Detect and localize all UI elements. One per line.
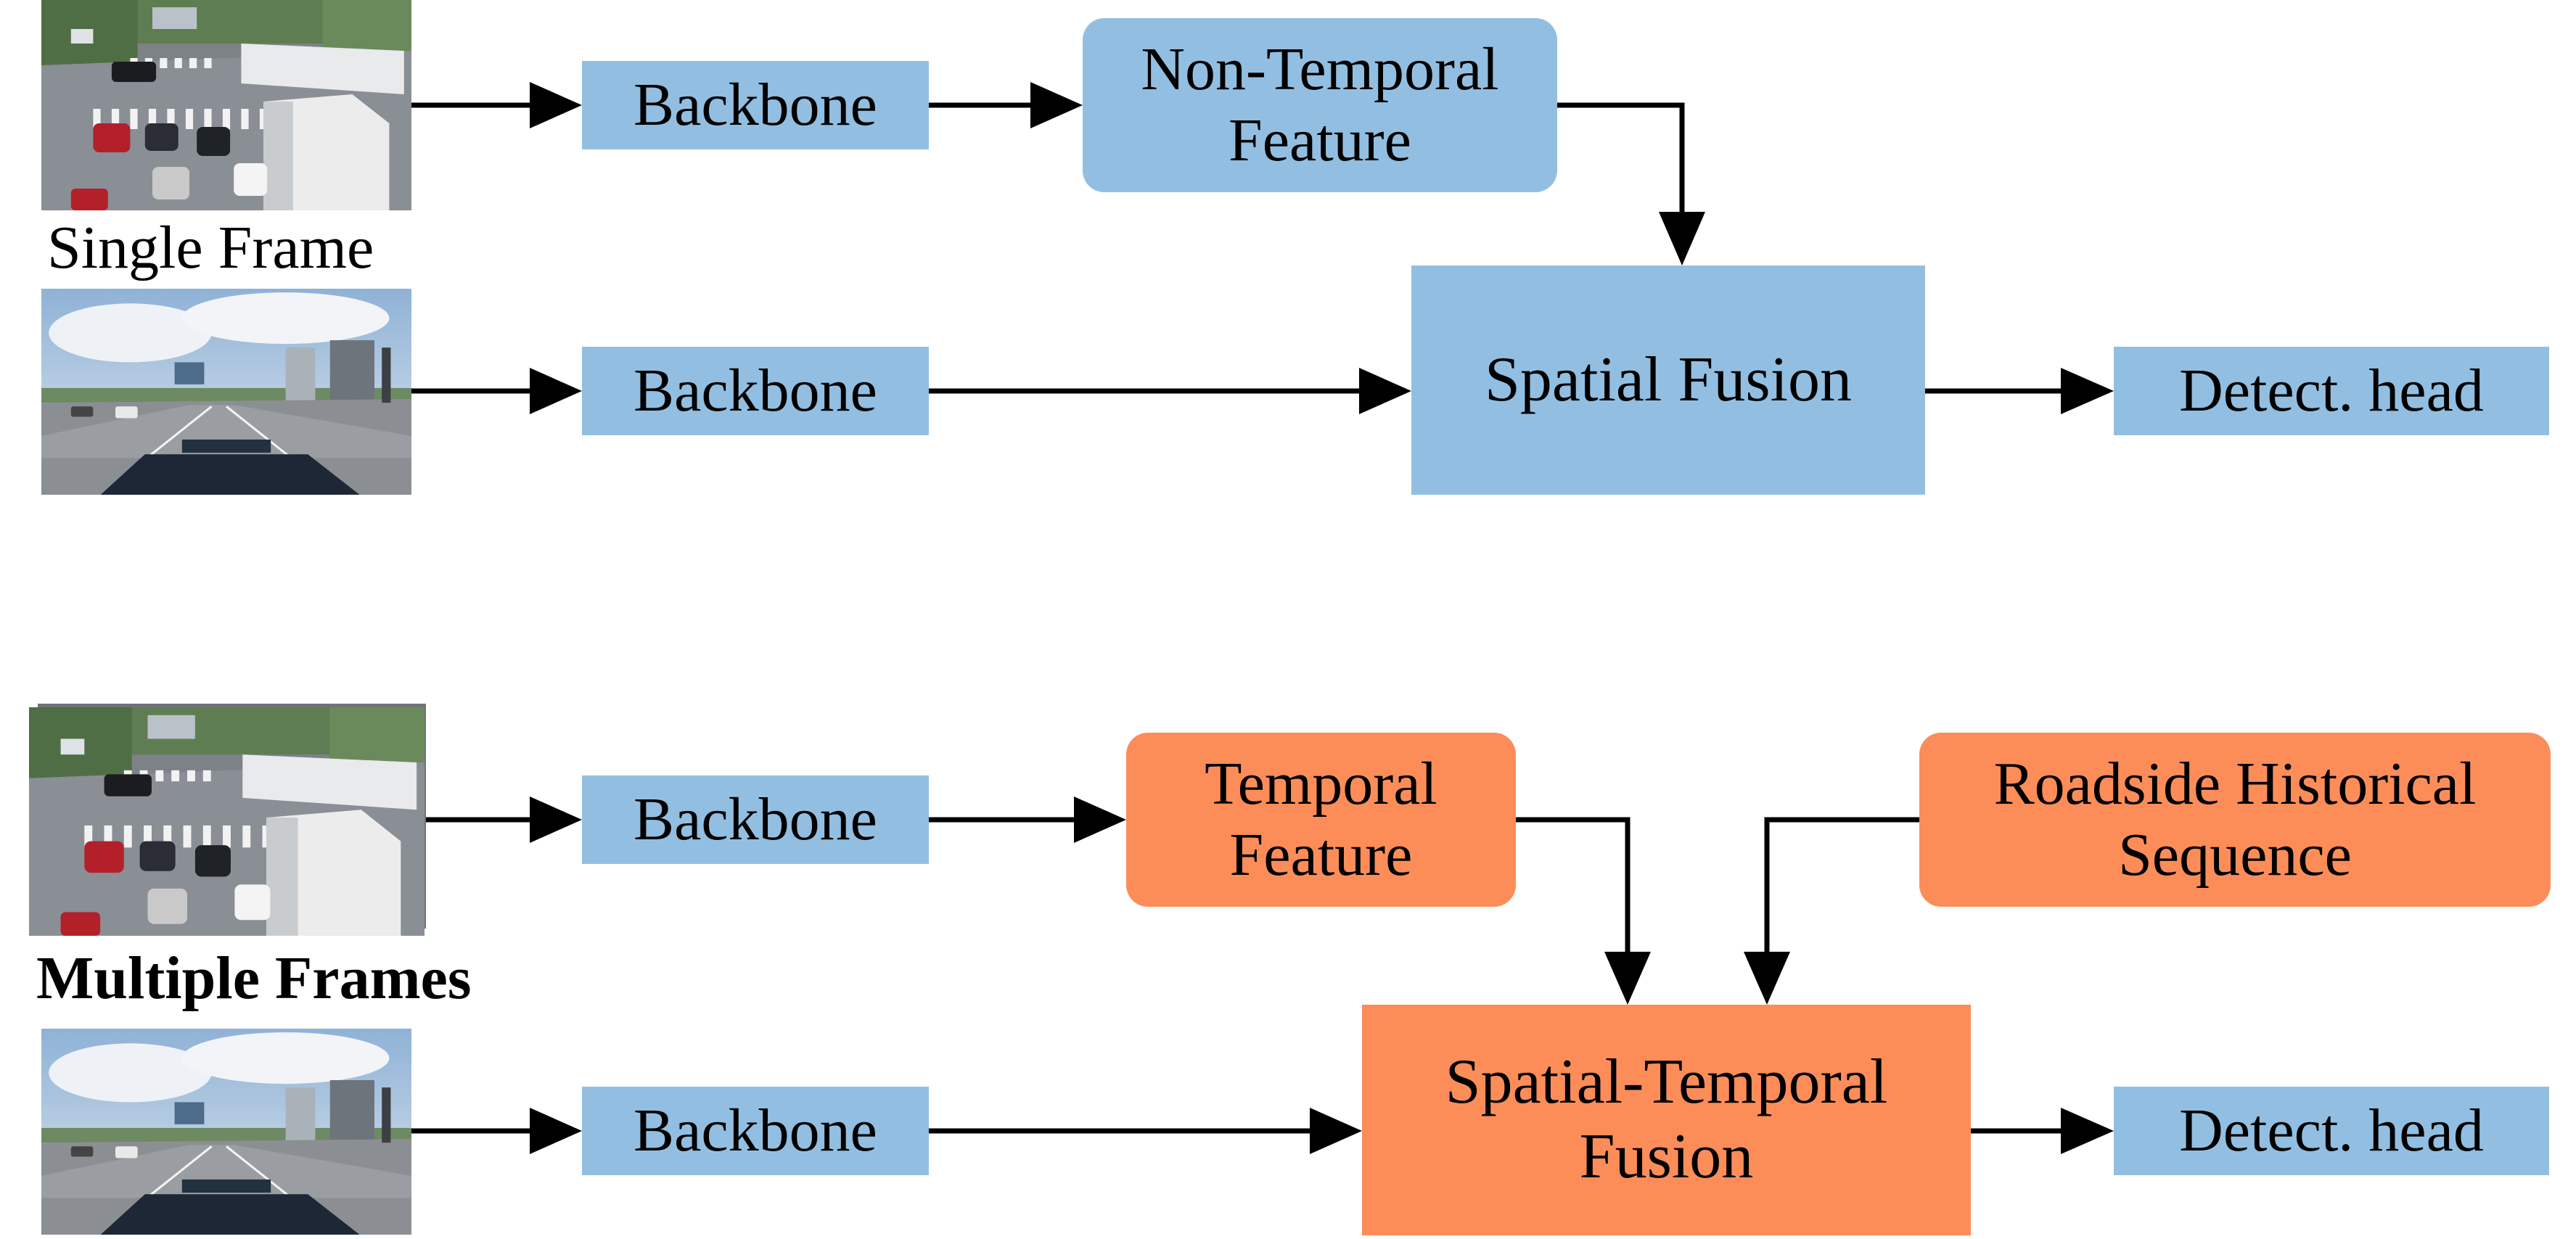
roadside-historical-sequence-box: Roadside Historical Sequence — [1919, 733, 2551, 907]
backbone-box: Backbone — [582, 775, 929, 864]
spatial-fusion-box: Spatial Fusion — [1411, 266, 1925, 495]
non-temporal-feature-box: Non-Temporal Feature — [1083, 18, 1557, 192]
detect-head-box: Detect. head — [2114, 1087, 2549, 1175]
multiple-frames-caption: Multiple Frames — [36, 944, 472, 1012]
backbone-box: Backbone — [582, 61, 929, 149]
detect-head-box: Detect. head — [2114, 347, 2549, 435]
temporal-feature-box: Temporal Feature — [1126, 733, 1516, 907]
arrow-history-to-fusion — [1764, 817, 1919, 952]
single-frame-caption: Single Frame — [47, 214, 374, 281]
backbone-box: Backbone — [582, 1087, 929, 1175]
spatial-temporal-fusion-box: Spatial-Temporal Fusion — [1362, 1005, 1971, 1235]
backbone-box: Backbone — [582, 347, 929, 435]
arrow-temporal-feature-to-fusion — [1516, 817, 1630, 952]
arrow-feature-to-fusion — [1557, 102, 1685, 212]
